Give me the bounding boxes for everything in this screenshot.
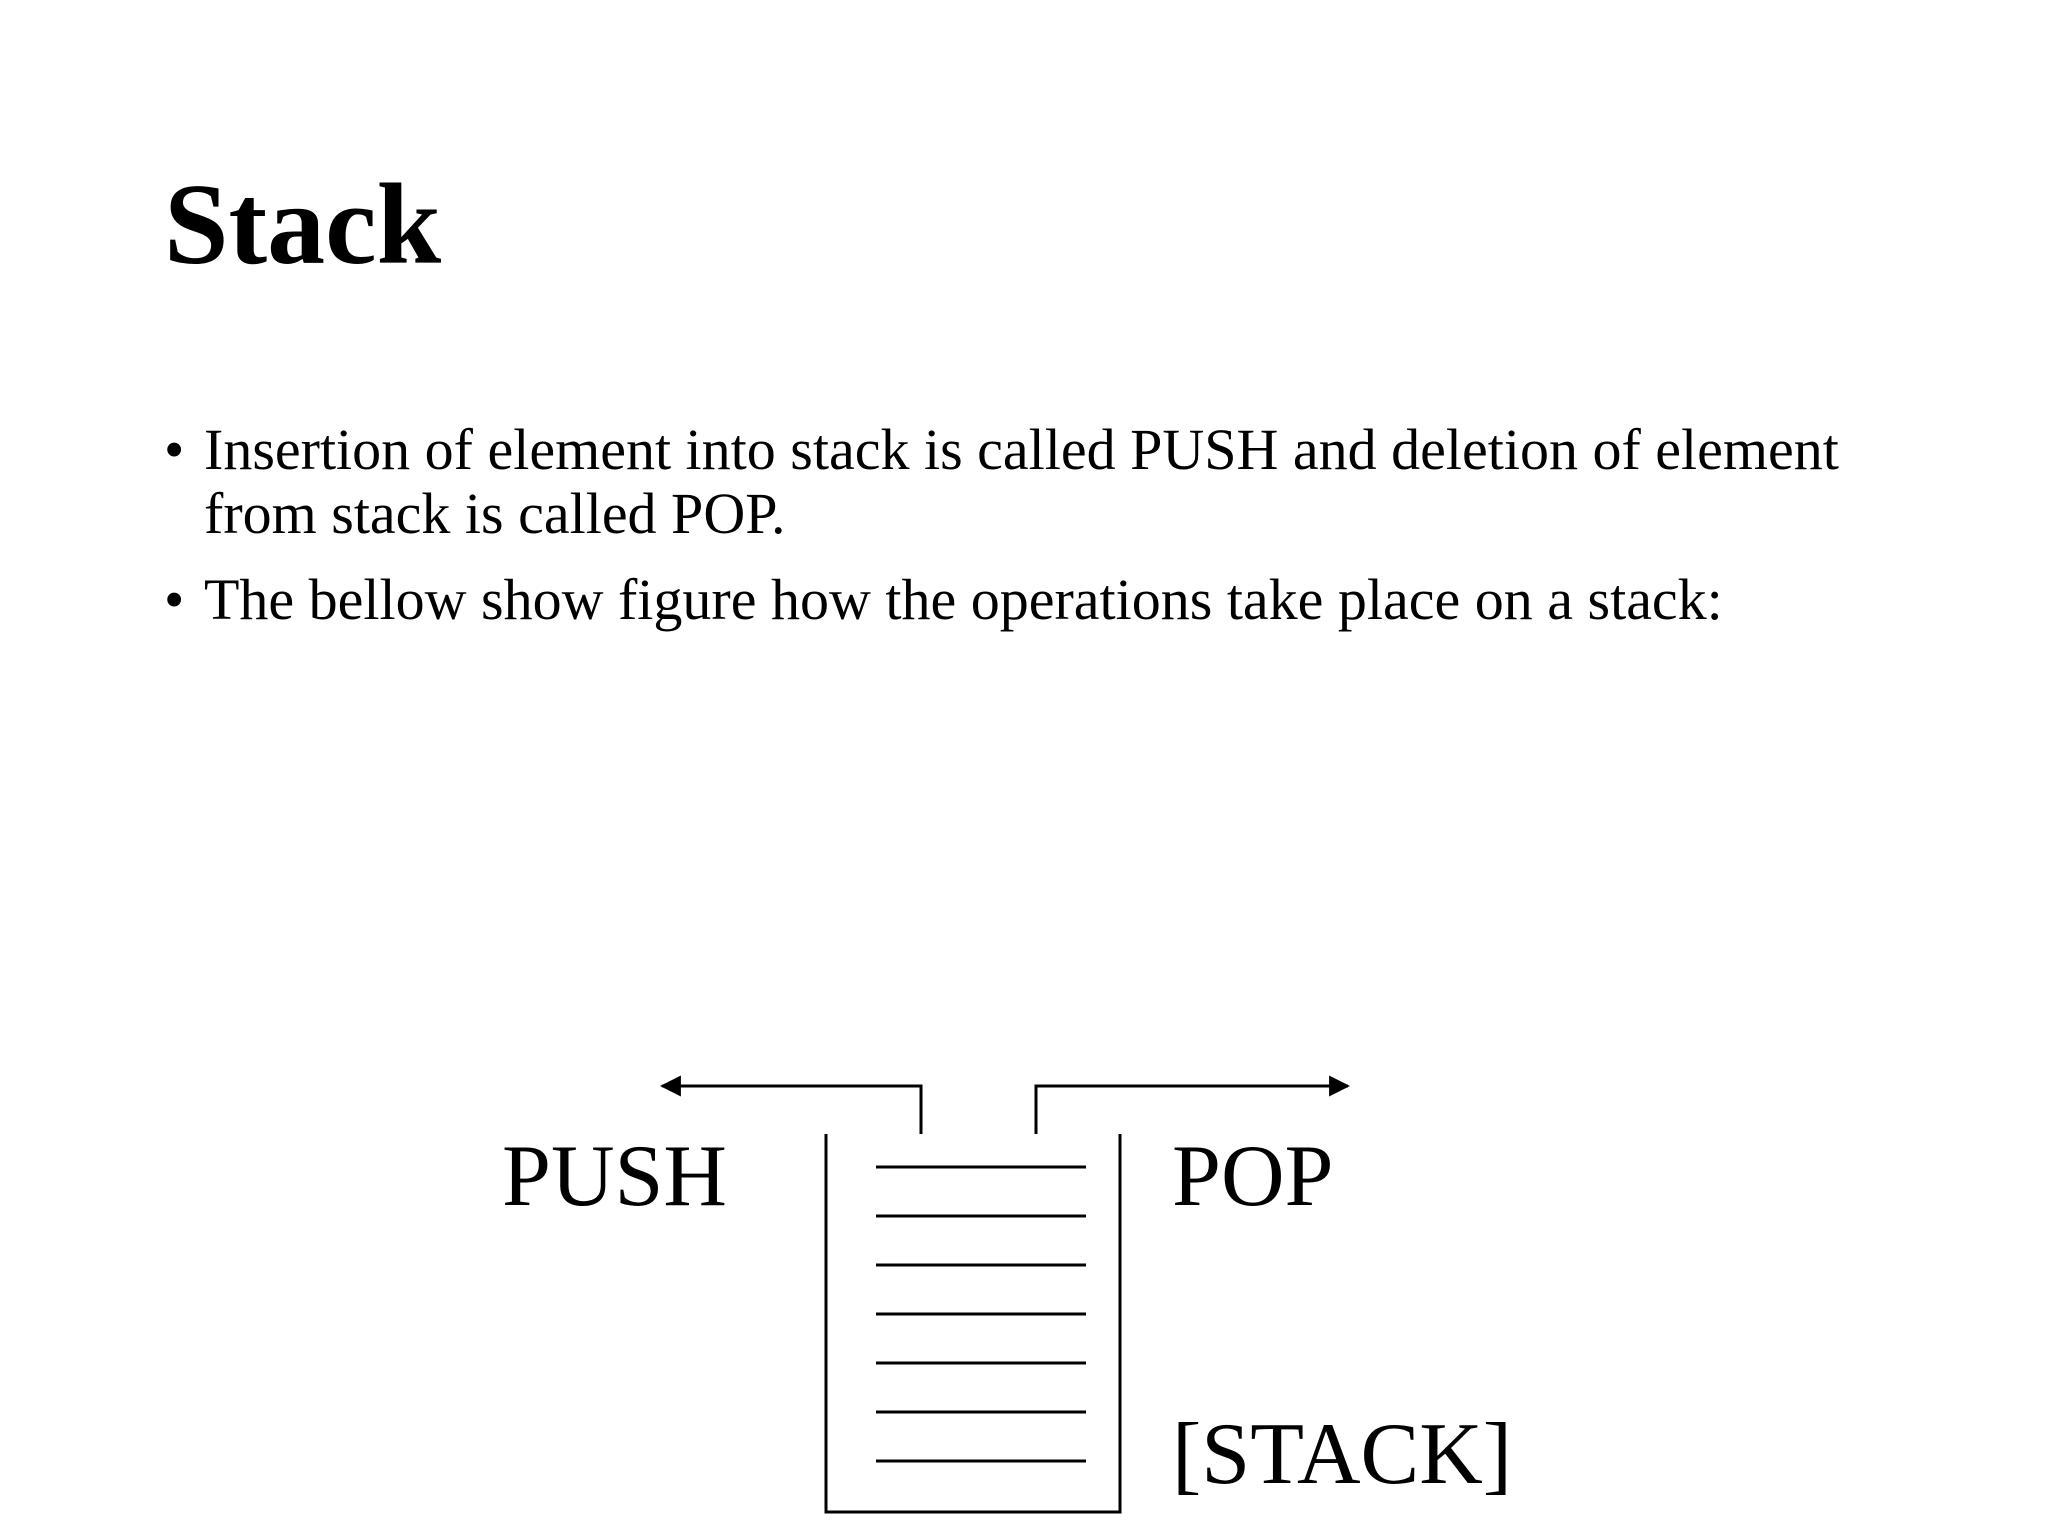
push-label: PUSH	[502, 1128, 727, 1225]
stack-slots	[876, 1165, 1086, 1463]
bullet-list: • Insertion of element into stack is cal…	[164, 418, 1924, 654]
bullet-item: • The bellow show figure how the operati…	[164, 568, 1924, 632]
push-arrow	[659, 1075, 923, 1134]
bullet-text: The bellow show figure how the operation…	[204, 567, 1723, 632]
bullet-item: • Insertion of element into stack is cal…	[164, 418, 1924, 546]
pop-label: POP	[1172, 1128, 1333, 1225]
bullet-marker: •	[164, 567, 185, 632]
stack-container	[824, 1134, 1122, 1514]
bullet-text: Insertion of element into stack is calle…	[204, 417, 1839, 546]
slide-title: Stack	[164, 161, 442, 289]
bullet-marker: •	[164, 417, 185, 482]
stack-label: [STACK]	[1172, 1406, 1512, 1503]
pop-arrow	[1034, 1075, 1351, 1134]
